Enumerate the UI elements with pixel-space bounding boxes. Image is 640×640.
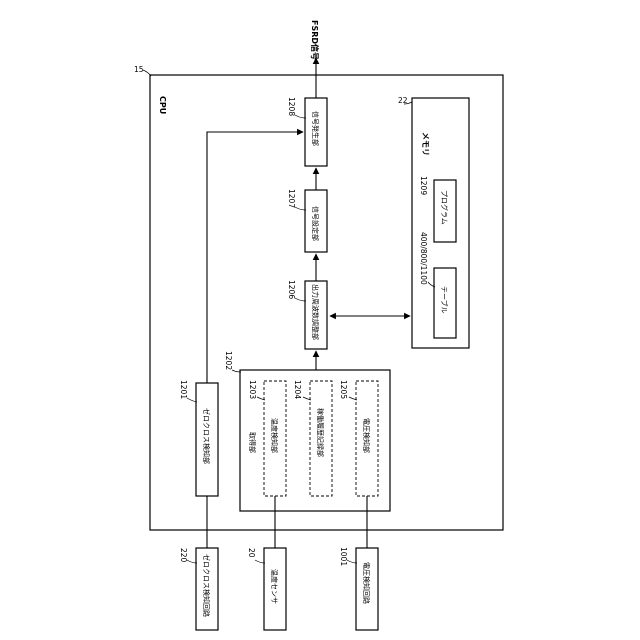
history-record-label: 稼働履歴記録部 [316,408,325,457]
zero-cross-detect-label: ゼロクロス検知部 [202,408,211,464]
table-number: 400/800/1100 [419,232,428,285]
program-label: プログラム [440,190,449,225]
signal-generator-number: 1208 [287,97,296,116]
signal-setting-number: 1207 [287,189,296,208]
zero-cross-circuit-number: 220 [179,548,188,563]
output-signal-label: FSRD信号 [310,20,320,60]
temperature-detect-number: 1203 [248,380,257,399]
acquisition-label: 取得部 [248,432,257,453]
signal-setting-label: 信号設定部 [311,206,320,241]
output-freq-adjust-label: 出力周波数調整部 [311,284,320,340]
voltage-detect-label: 電圧検知部 [362,418,371,453]
voltage-circuit-number: 1001 [339,547,348,566]
temperature-sensor-number: 20 [247,548,256,558]
voltage-detect-number: 1205 [339,380,348,399]
signal-generator-label: 信号発生部 [311,111,320,146]
memory-label: メモリ [421,132,430,156]
history-record-number: 1204 [293,380,302,399]
cpu-number: 15 [134,65,144,74]
zero-cross-detect-number: 1201 [179,380,188,399]
temperature-sensor-label: 温度センサ [270,569,279,604]
cpu-label: CPU [158,96,167,114]
program-number: 1209 [419,176,428,195]
table-label: テーブル [440,286,449,314]
acquisition-number: 1202 [224,351,233,370]
output-freq-adjust-number: 1206 [287,280,296,299]
temperature-detect-label: 温度検知部 [270,418,279,453]
zero-cross-circuit-label: ゼロクロス検知回路 [202,554,211,617]
voltage-circuit-label: 電圧検知回路 [362,562,371,604]
